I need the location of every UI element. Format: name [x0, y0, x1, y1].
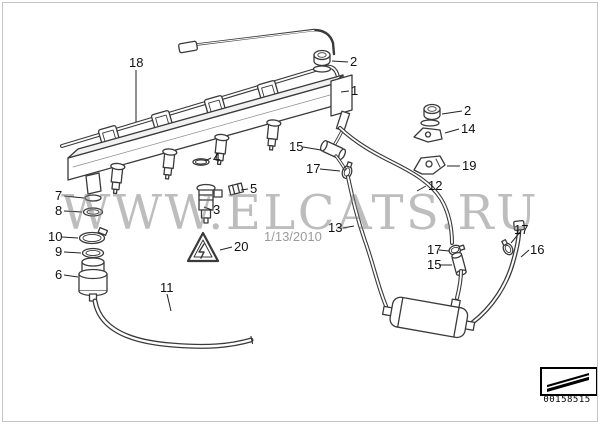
callout-13[interactable]: 13 [328, 220, 343, 235]
callout-15-b[interactable]: 15 [427, 257, 442, 272]
fuel-rail [67, 74, 353, 181]
supply-pipes [319, 110, 525, 326]
callout-8[interactable]: 8 [55, 203, 63, 218]
callout-17-b[interactable]: 17 [514, 222, 529, 237]
callout-17-c[interactable]: 17 [427, 242, 442, 257]
hose-fitting [451, 252, 467, 276]
callout-12[interactable]: 12 [428, 178, 443, 193]
nut-washer-top [312, 49, 332, 73]
bracket-clamp [413, 155, 446, 175]
leader-lines [61, 60, 530, 312]
callout-19[interactable]: 19 [462, 158, 477, 173]
callout-14[interactable]: 14 [461, 121, 476, 136]
callout-10[interactable]: 10 [48, 229, 63, 244]
stamp-number: 00158515 [543, 395, 591, 405]
callout-18[interactable]: 18 [129, 55, 144, 70]
nut-washer-right [420, 103, 441, 127]
callout-15-a[interactable]: 15 [289, 139, 304, 154]
callout-6[interactable]: 6 [55, 267, 63, 282]
callout-2-a[interactable]: 2 [350, 54, 358, 69]
watermark-date: 1/13/2010 [264, 229, 322, 244]
callout-17-a[interactable]: 17 [306, 161, 321, 176]
stamp-flag-icon [546, 373, 590, 392]
hose-fitting [319, 140, 347, 160]
warning-triangle-icon [186, 231, 220, 263]
pressure-regulator [78, 257, 108, 302]
callout-9[interactable]: 9 [55, 244, 63, 259]
o-ring [192, 158, 210, 166]
hose-end-fitting [513, 219, 525, 231]
injectors [110, 119, 282, 195]
callout-5[interactable]: 5 [250, 181, 258, 196]
bracket-small [413, 127, 443, 143]
callout-4[interactable]: 4 [213, 150, 221, 165]
stamp-box [540, 367, 598, 396]
hose-clamp [501, 239, 514, 256]
callout-16[interactable]: 16 [530, 242, 545, 257]
injector-detail [196, 183, 223, 224]
callout-11[interactable]: 11 [160, 280, 174, 295]
fuel-hose-long [92, 298, 254, 349]
callout-7[interactable]: 7 [55, 188, 63, 203]
retaining-clip [227, 182, 245, 196]
callout-20[interactable]: 20 [234, 239, 249, 254]
fuel-filter [381, 296, 476, 339]
hose-clamp [341, 161, 353, 179]
callout-1[interactable]: 1 [351, 83, 359, 98]
regulator-stack [78, 172, 109, 302]
callout-2-b[interactable]: 2 [464, 103, 472, 118]
callout-3[interactable]: 3 [213, 202, 221, 217]
